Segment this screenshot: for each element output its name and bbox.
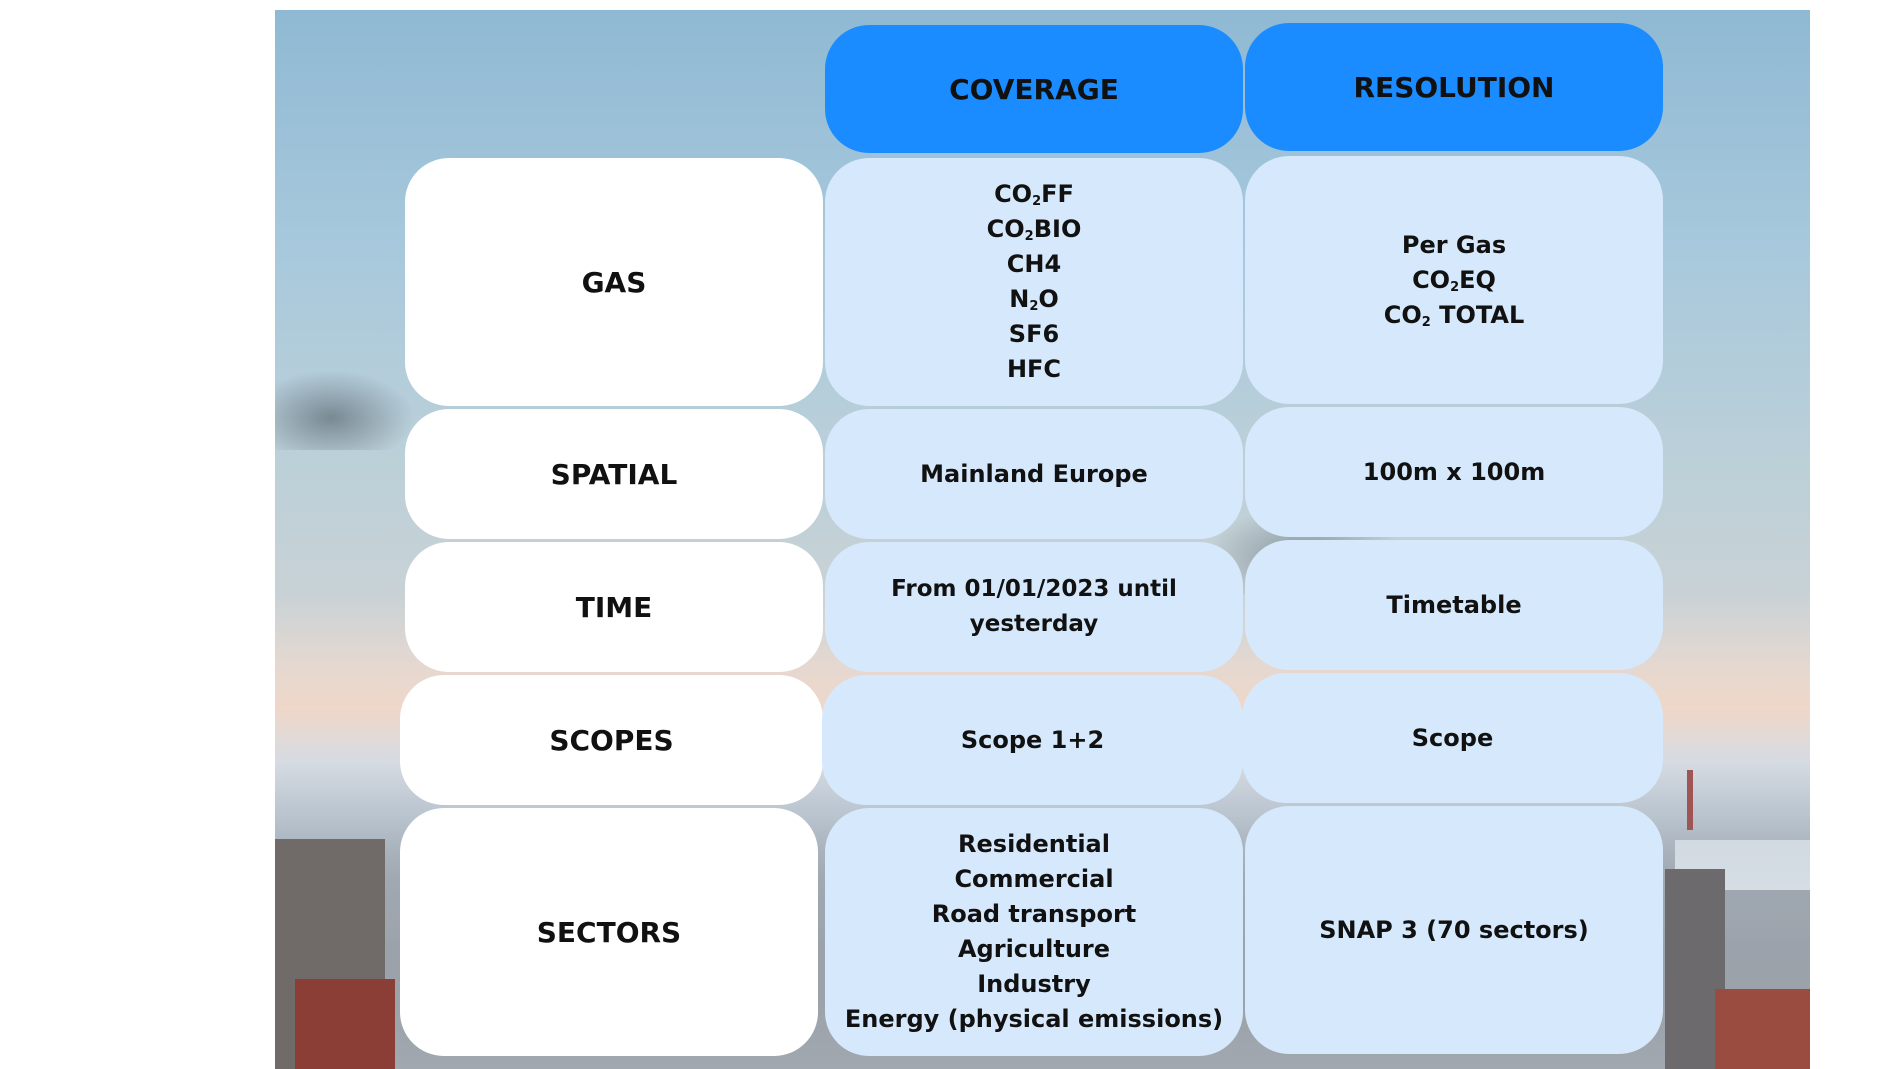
subscript: 2: [1421, 314, 1431, 330]
row-label-text: GAS: [581, 265, 647, 299]
header-resolution-label: RESOLUTION: [1353, 70, 1555, 104]
row-label-gas: GAS: [405, 158, 823, 406]
value-line: Commercial: [954, 865, 1114, 893]
value-line: CO2 TOTAL: [1383, 300, 1525, 330]
value-line: SNAP 3 (70 sectors): [1319, 915, 1589, 944]
building: [1715, 989, 1810, 1069]
header-coverage-label: COVERAGE: [949, 72, 1119, 106]
subscript: 2: [1032, 194, 1042, 209]
value-line: Per Gas: [1401, 230, 1507, 259]
value-line: Residential: [958, 830, 1110, 858]
value-line: Mainland Europe: [920, 459, 1148, 488]
value-line: CO2BIO: [986, 215, 1082, 244]
row-label-text: SPATIAL: [550, 457, 678, 491]
value-line: SF6: [1008, 320, 1060, 348]
value-line: Industry: [977, 970, 1091, 998]
cell-scopes-resolution: Scope: [1242, 673, 1663, 803]
header-resolution: RESOLUTION: [1245, 23, 1663, 151]
row-label-text: SECTORS: [536, 915, 682, 949]
subscript: 2: [1029, 299, 1039, 314]
row-label-spatial: SPATIAL: [405, 409, 823, 539]
value-line: From 01/01/2023 until yesterday: [891, 576, 1177, 637]
smoke-cloud: [275, 370, 415, 450]
value-line: N2O: [1009, 285, 1059, 314]
row-label-text: SCOPES: [549, 723, 674, 757]
cell-time-resolution: Timetable: [1245, 540, 1663, 670]
subscript: 2: [1450, 279, 1460, 295]
value-line: Scope 1+2: [960, 725, 1105, 754]
value-line: CO2EQ: [1412, 265, 1496, 295]
value-line: Road transport: [931, 900, 1137, 928]
value-line: Energy (physical emissions): [844, 1005, 1224, 1033]
cell-spatial-resolution: 100m x 100m: [1245, 407, 1663, 537]
value-line: CO2FF: [994, 180, 1074, 209]
cell-time-coverage: From 01/01/2023 until yesterday: [825, 542, 1243, 672]
row-label-scopes: SCOPES: [400, 675, 823, 805]
value-line: HFC: [1006, 355, 1062, 383]
value-line: 100m x 100m: [1362, 457, 1546, 486]
cell-sectors-resolution: SNAP 3 (70 sectors): [1245, 806, 1663, 1054]
header-coverage: COVERAGE: [825, 25, 1243, 153]
value-line: Timetable: [1386, 590, 1522, 619]
subscript: 2: [1024, 229, 1034, 244]
row-label-sectors: SECTORS: [400, 808, 818, 1056]
value-line: Agriculture: [957, 935, 1111, 963]
value-line: CH4: [1006, 250, 1062, 278]
cell-scopes-coverage: Scope 1+2: [822, 675, 1243, 805]
chimney: [1687, 770, 1693, 830]
cell-spatial-coverage: Mainland Europe: [825, 409, 1243, 539]
row-label-time: TIME: [405, 542, 823, 672]
value-line: Scope: [1411, 723, 1494, 752]
building: [295, 979, 395, 1069]
row-label-text: TIME: [575, 590, 653, 624]
